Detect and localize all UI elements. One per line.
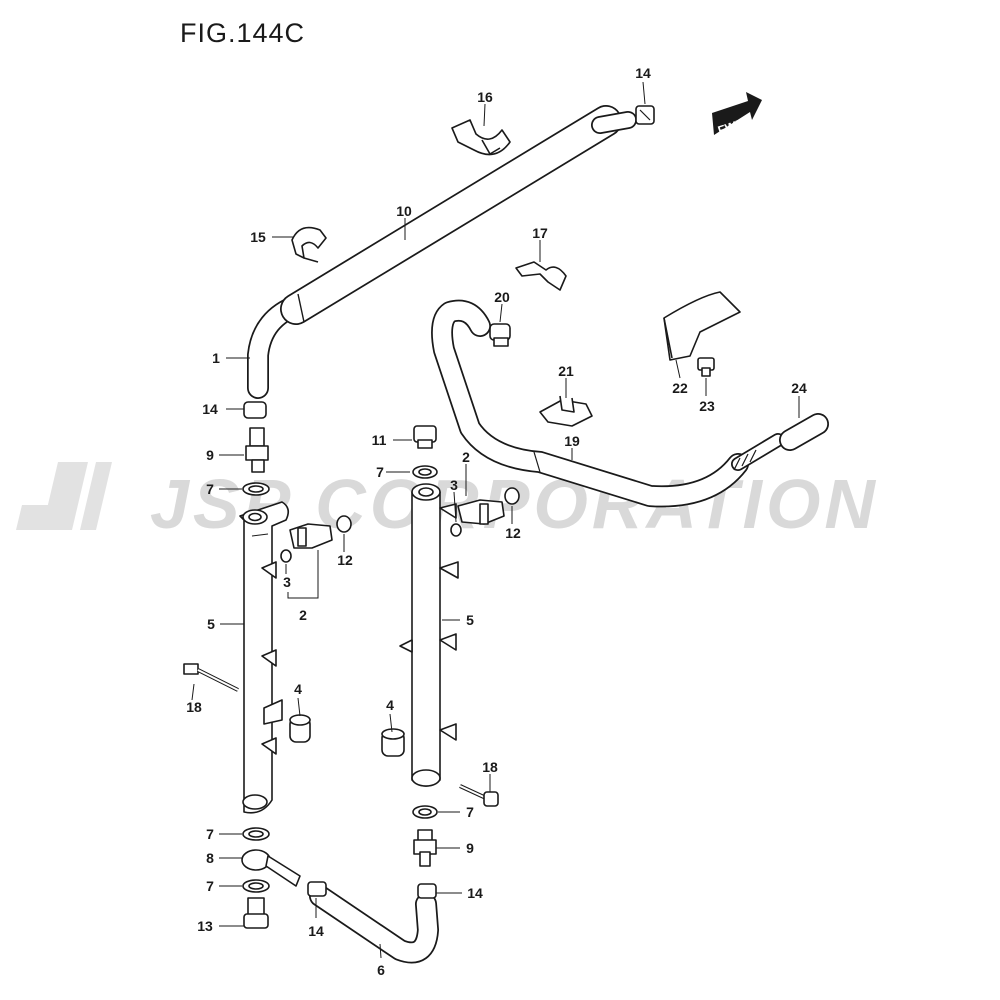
union-9-right: [413, 829, 437, 867]
hose-24: [779, 413, 829, 451]
hose-clamp-14-top: [635, 105, 655, 125]
callout-5: 5: [466, 612, 474, 628]
fuel-injector-2-left: [289, 515, 352, 549]
o-ring-7-left-bottom: [242, 827, 270, 841]
callout-7: 7: [206, 878, 214, 894]
callout-19: 19: [564, 433, 580, 449]
callout-23: 23: [699, 398, 715, 414]
callout-24: 24: [791, 380, 807, 396]
callout-13: 13: [197, 918, 213, 934]
forward-direction-arrow-icon: FWD: [712, 92, 762, 138]
callout-20: 20: [494, 289, 510, 305]
fuel-rail-5-left: [239, 501, 290, 814]
callout-4: 4: [386, 697, 394, 713]
hose-clamp-14-left: [243, 401, 267, 419]
pipe-clamp-15: [291, 226, 327, 263]
bracket-22: [663, 291, 741, 361]
o-ring-7-left-top: [242, 482, 270, 496]
callout-22: 22: [672, 380, 688, 396]
callout-14: 14: [202, 401, 218, 417]
union-9-left: [245, 427, 269, 473]
o-ring-7-right-top: [412, 465, 438, 479]
callout-7: 7: [466, 804, 474, 820]
callout-8: 8: [206, 850, 214, 866]
o-ring-3-right: [450, 523, 462, 537]
callout-6: 6: [377, 962, 385, 978]
clip-21: [539, 395, 593, 427]
callout-14: 14: [308, 923, 324, 939]
callout-7: 7: [206, 826, 214, 842]
callout-11: 11: [372, 432, 387, 448]
o-ring-3-left: [280, 549, 292, 563]
union-bolt-13: [243, 897, 269, 929]
callout-21: 21: [558, 363, 574, 379]
callout-7: 7: [376, 464, 384, 480]
o-ring-7-right-bottom: [412, 805, 438, 819]
callout-18: 18: [186, 699, 202, 715]
leader-lines: [191, 81, 800, 959]
callout-15: 15: [250, 229, 266, 245]
pipe-clamp-17: [515, 261, 567, 291]
bolt-23: [697, 357, 715, 377]
callout-labels: 14 16 10 15 17 20 1 22 23 21 24 14 19 11…: [186, 65, 807, 978]
callout-7: 7: [206, 481, 214, 497]
watermark: JSP CORPORATION: [16, 462, 875, 543]
union-8: [241, 849, 301, 887]
callout-12: 12: [337, 552, 353, 568]
fuel-hose-19: [431, 299, 785, 508]
callout-2: 2: [299, 607, 307, 623]
pipe-clamp-16: [451, 119, 511, 156]
callout-3: 3: [283, 574, 291, 590]
callout-17: 17: [532, 225, 548, 241]
grommet-4-right: [381, 728, 405, 757]
callout-4: 4: [294, 681, 302, 697]
plug-11: [413, 425, 437, 449]
o-ring-7-left-lower: [242, 879, 270, 893]
callout-3: 3: [450, 477, 458, 493]
callout-14: 14: [635, 65, 651, 81]
bolt-18-left: [183, 663, 239, 692]
hose-clamp-14-lower-right: [417, 883, 437, 899]
callout-14: 14: [467, 885, 483, 901]
callout-10: 10: [396, 203, 412, 219]
hose-clamp-20: [489, 323, 511, 347]
bolt-18-right: [459, 784, 499, 807]
fuel-pipe-10: [247, 105, 637, 399]
fuel-hose-6: [309, 885, 439, 964]
callout-16: 16: [477, 89, 493, 105]
figure-title: FIG.144C: [180, 18, 305, 48]
grommet-4-left: [289, 714, 311, 743]
callout-9: 9: [466, 840, 474, 856]
fuel-injector-2-right: [457, 487, 520, 525]
callout-9: 9: [206, 447, 214, 463]
callout-1: 1: [212, 350, 220, 366]
callout-18: 18: [482, 759, 498, 775]
callout-2: 2: [462, 449, 470, 465]
fuel-rail-5-right: [399, 483, 459, 787]
watermark-logo-mark: [16, 462, 112, 530]
hose-clamp-14-lower-left: [307, 881, 327, 897]
callout-5: 5: [207, 616, 215, 632]
callout-12: 12: [505, 525, 521, 541]
